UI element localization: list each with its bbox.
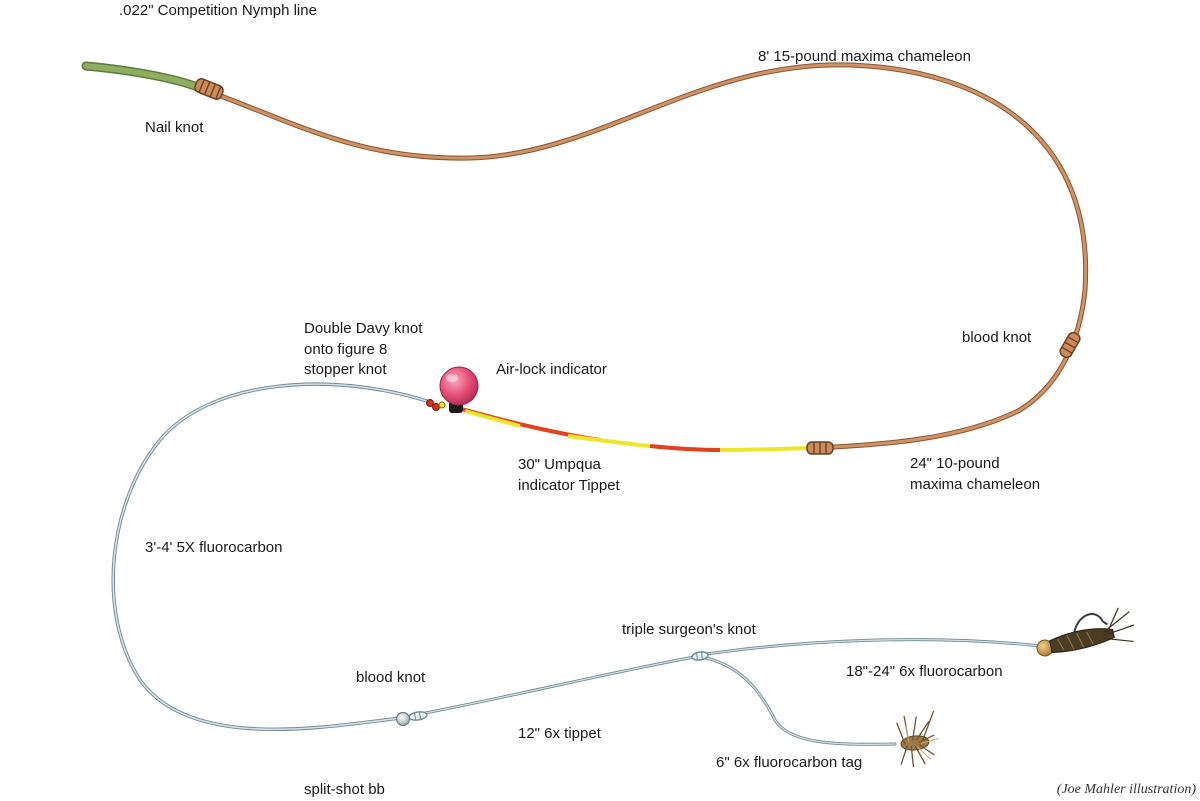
soft-hackle-fly bbox=[896, 710, 939, 768]
double-davy-label-line3: stopper knot bbox=[304, 361, 387, 378]
nail-knot bbox=[194, 78, 224, 100]
blood-knot-upper bbox=[1059, 331, 1081, 359]
point-fluorocarbon-label: 18"-24" 6x fluorocarbon bbox=[846, 663, 1003, 680]
air-lock-indicator bbox=[439, 366, 479, 413]
indicator-tippet-line bbox=[456, 406, 811, 452]
butt-section-line bbox=[202, 62, 1089, 451]
fly-line bbox=[81, 61, 205, 93]
split-shot bbox=[395, 711, 411, 727]
blood-knot-middle bbox=[806, 441, 834, 455]
tag-line bbox=[700, 655, 897, 746]
nail-knot-label: Nail knot bbox=[145, 119, 204, 136]
indicator-tippet-label-line2: indicator Tippet bbox=[518, 477, 620, 494]
tippet-6x-label: 12" 6x tippet bbox=[518, 725, 601, 742]
split-shot-label: split-shot bb bbox=[304, 781, 385, 798]
fluorocarbon-5x-line bbox=[111, 382, 432, 732]
fluorocarbon-5x-label: 3'-4' 5X fluorocarbon bbox=[145, 539, 283, 556]
point-fluorocarbon-line bbox=[698, 638, 1042, 657]
fly-line-label: .022" Competition Nymph line bbox=[119, 2, 317, 19]
indicator-tippet-label-line1: 30" Umpqua bbox=[518, 456, 601, 473]
triple-surgeons-knot bbox=[691, 651, 709, 661]
bead-head-nymph-fly bbox=[1036, 607, 1135, 657]
illustration-credit: (Joe Mahler illustration) bbox=[1056, 782, 1196, 797]
double-davy-label-line2: onto figure 8 bbox=[304, 341, 388, 358]
mid-section-label-line1: 24" 10-pound bbox=[910, 455, 1000, 472]
indicator-label: Air-lock indicator bbox=[496, 361, 607, 378]
mid-section-label-line2: maxima chameleon bbox=[910, 476, 1041, 493]
butt-section-label: 8' 15-pound maxima chameleon bbox=[758, 48, 971, 65]
double-davy-label-line1: Double Davy knot bbox=[304, 320, 423, 337]
tag-label: 6" 6x fluorocarbon tag bbox=[716, 754, 863, 771]
double-davy-knot bbox=[426, 399, 446, 411]
triple-surgeon-label: triple surgeon's knot bbox=[622, 621, 756, 638]
blood-knot-lower-label: blood knot bbox=[356, 669, 426, 686]
blood-knot-lower bbox=[408, 711, 428, 721]
tippet-6x-line bbox=[408, 654, 702, 718]
blood-knot-upper-label: blood knot bbox=[962, 329, 1032, 346]
